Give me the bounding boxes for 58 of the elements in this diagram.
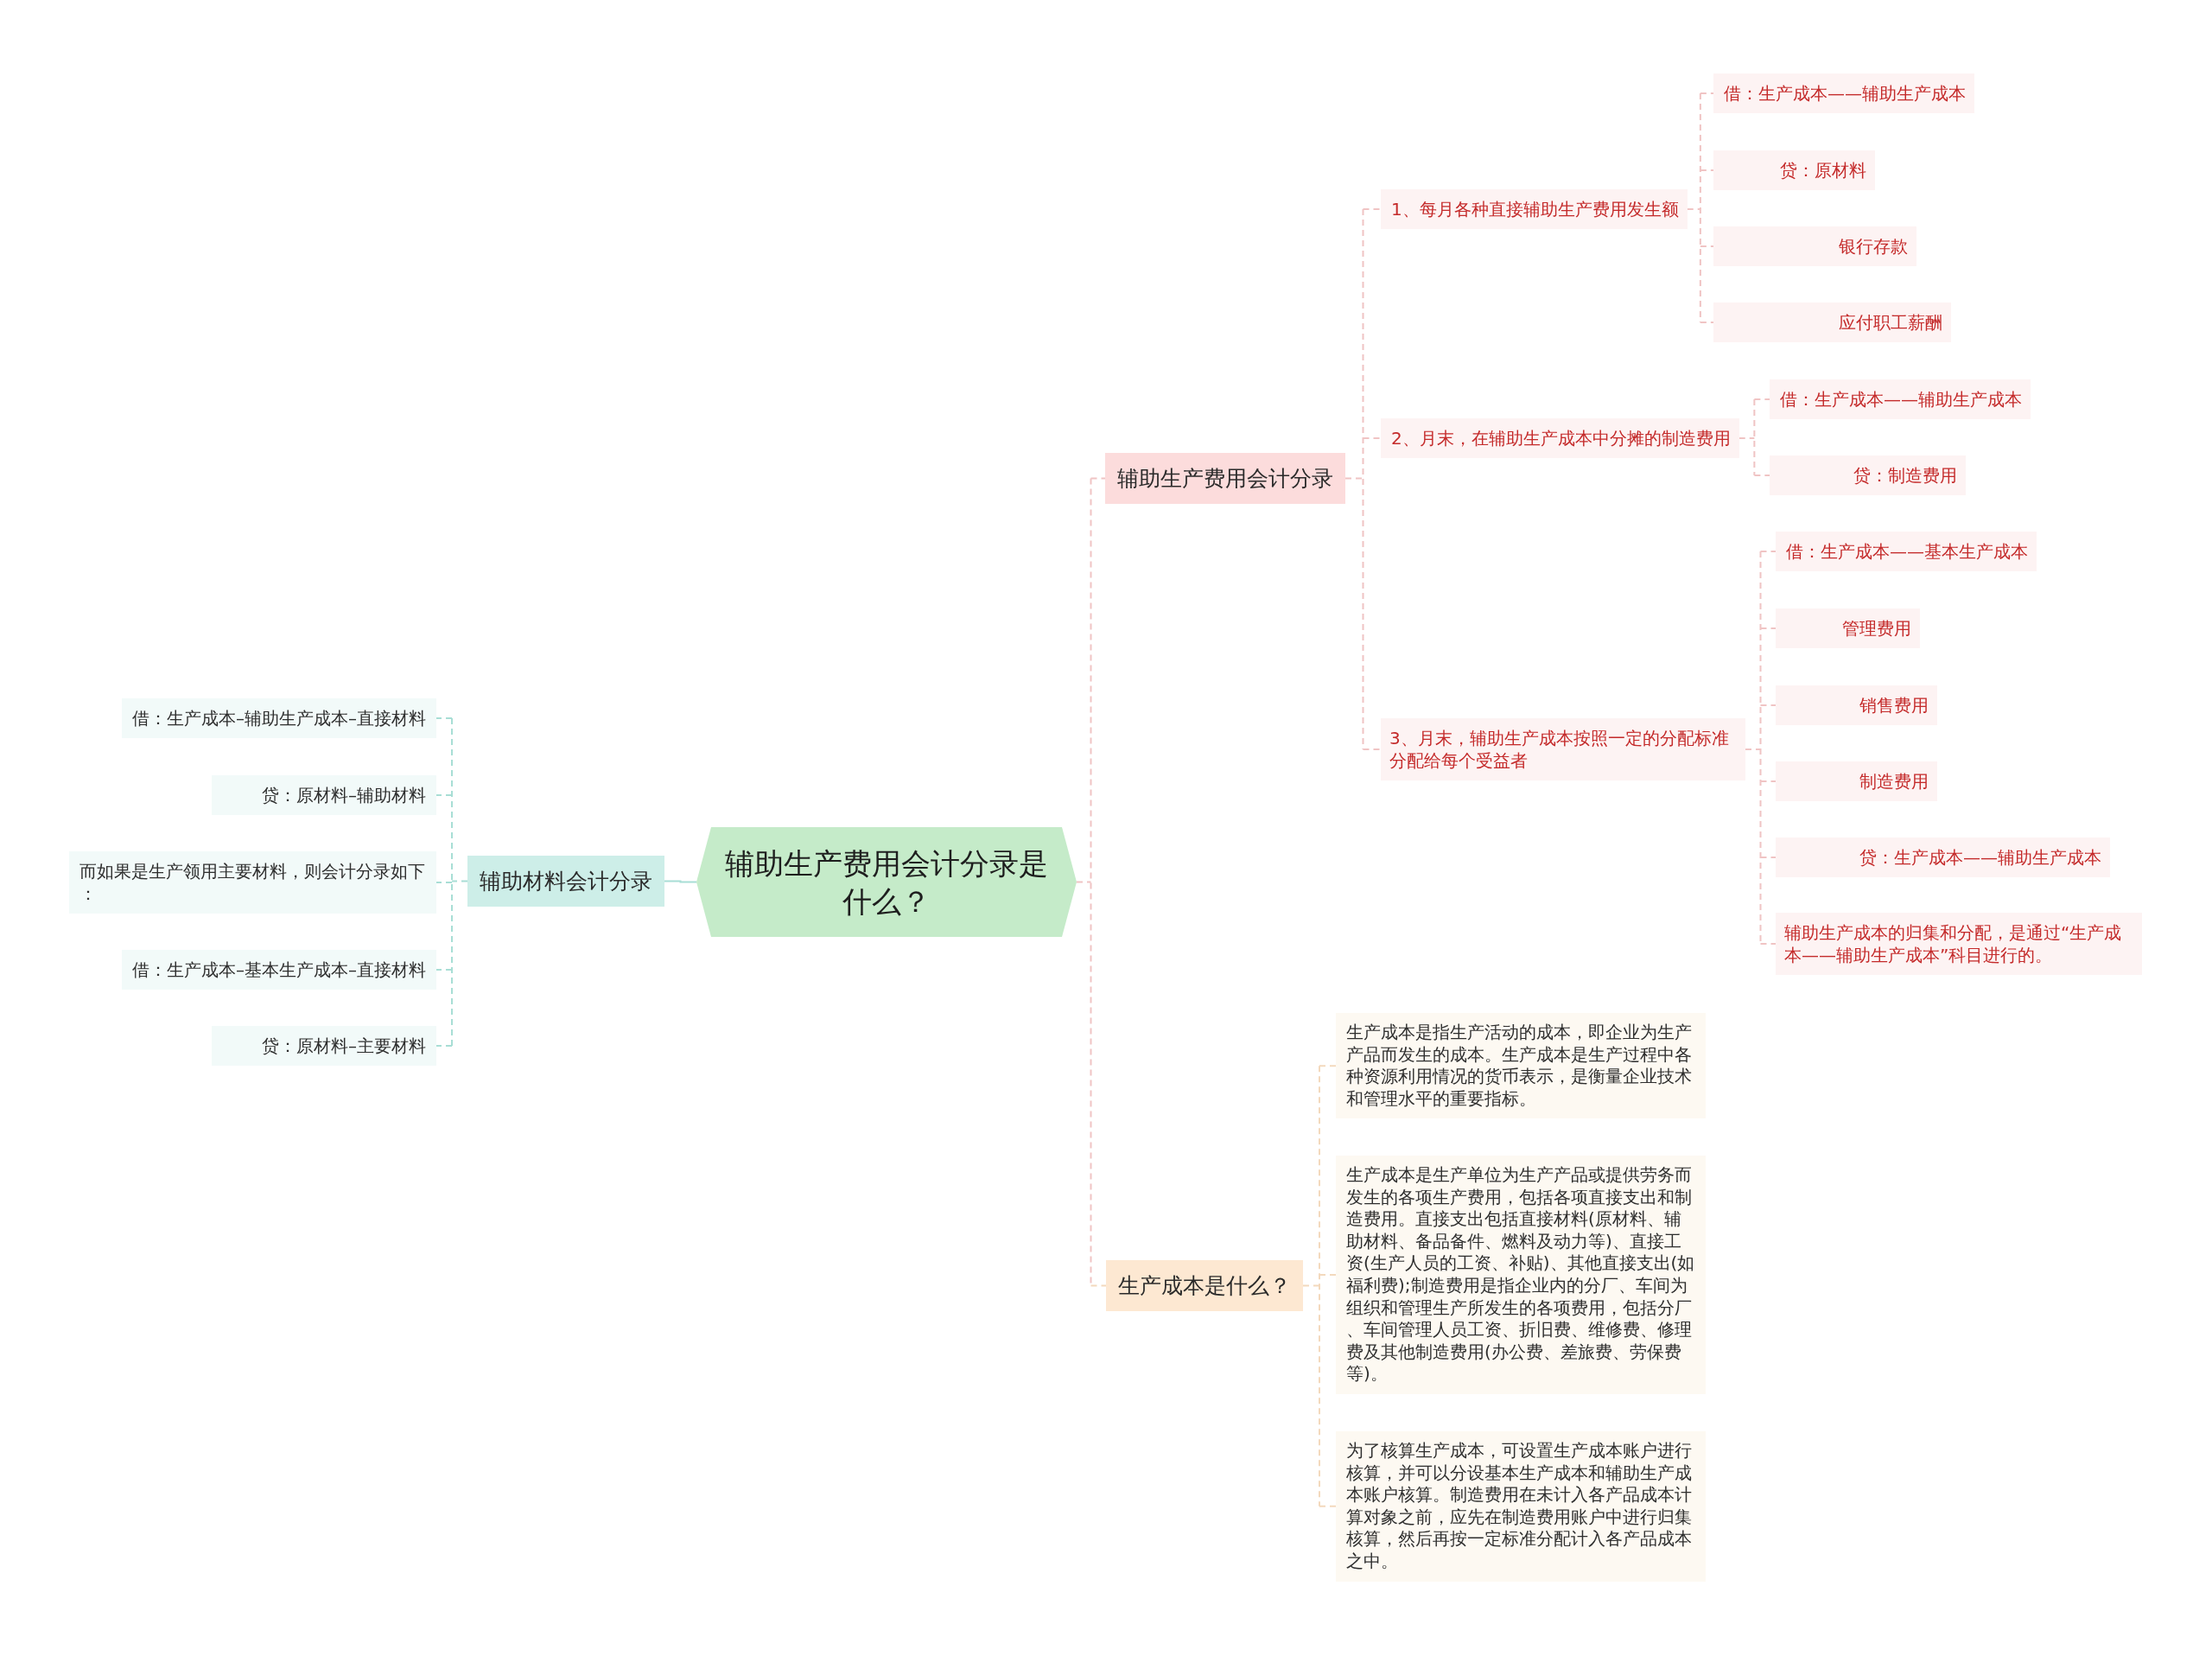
leaf-topic: 银行存款 [1713,226,1916,266]
leaf-topic: 制造费用 [1776,761,1937,801]
subtopic: 借：生产成本–基本生产成本–直接材料 [122,950,436,990]
connector-line [435,794,453,796]
connector-line [451,717,468,1047]
connector-line [1319,1273,1337,1276]
connector-line [1362,208,1382,210]
leaf-topic: 销售费用 [1776,685,1937,725]
connector-line [1362,748,1382,750]
leaf-topic: 辅助生产成本的归集和分配，是通过“生产成本——辅助生产成本”科目进行的。 [1776,913,2142,975]
note-card: 为了核算生产成本，可设置生产成本账户进行核算，并可以分设基本生产成本和辅助生产成本账户核算。制造费用在未计入各产品成本计算对象之前，应先在制造费用账户中进行归集核算，然后再按一定标准分配计入各产品成本之中。 [1336,1431,1706,1582]
subtopic: 借：生产成本–辅助生产成本–直接材料 [122,698,436,738]
connector-line [1699,92,1714,94]
main-topic: 辅助材料会计分录 [467,856,664,907]
leaf-topic: 贷：原材料 [1713,150,1875,190]
leaf-topic: 借：生产成本——辅助生产成本 [1770,379,2031,419]
connector-line [1362,437,1382,439]
connector-line [1319,1065,1337,1067]
connector-line [664,880,697,883]
connector-line [1738,398,1756,476]
subtopic: 贷：原材料–主要材料 [212,1026,436,1066]
connector-line [1090,477,1106,480]
subtopic: 2、月末，在辅助生产成本中分摊的制造费用 [1381,418,1739,458]
subtopic: 而如果是生产领用主要材料，则会计分录如下： [69,851,436,914]
leaf-topic: 应付职工薪酬 [1713,303,1951,342]
connector-line [435,1045,453,1047]
connector-line [1699,245,1714,247]
central-topic: 辅助生产费用会计分录是什么？ [696,827,1077,937]
connector-line [1759,857,1777,858]
connector-line [1699,169,1714,171]
connector-line [435,717,453,719]
connector-line [1319,1505,1337,1507]
connector-line [1302,1065,1320,1507]
leaf-topic: 贷：制造费用 [1770,455,1966,495]
note-card: 生产成本是指生产活动的成本，即企业为生产产品而发生的成本。生产成本是生产过程中各种资源利用情况的货币表示，是衡量企业技术和管理水平的重要指标。 [1336,1013,1706,1119]
leaf-topic: 借：生产成本——基本生产成本 [1776,532,2037,571]
connector-line [1344,208,1364,750]
leaf-topic: 借：生产成本——辅助生产成本 [1713,73,1974,113]
note-card: 生产成本是生产单位为生产产品或提供劳务而发生的各项生产费用，包括各项直接支出和制造费用。直接支出包括直接材料(原材料、辅助材料、备品备件、燃料及动力等)、直接工资(生产人员的工资、补贴)、其他直接支出(如福利费);制造费用是指企业内的分厂、车间为组织和管理生产所发生的各项费用，包括分厂、车间管理人员工资、折旧费、维修费、修理费及其他制造费用(办公费、差旅费、劳保费等)。 [1336,1156,1706,1394]
connector-line [1759,627,1777,629]
connector-line [435,882,453,883]
main-topic: 辅助生产费用会计分录 [1105,453,1345,504]
leaf-topic: 贷：生产成本——辅助生产成本 [1776,838,2110,877]
subtopic: 3、月末，辅助生产成本按照一定的分配标准分配给每个受益者 [1381,718,1745,780]
connector-line [1753,475,1770,476]
subtopic: 贷：原材料–辅助材料 [212,775,436,815]
connector-line [1759,780,1777,782]
connector-line [1759,943,1777,945]
connector-line [1753,398,1770,400]
leaf-topic: 管理费用 [1776,608,1920,648]
connector-line [1090,1284,1107,1287]
connector-line [1759,551,1777,552]
connector-line [1759,704,1777,706]
connector-line [1686,92,1701,323]
subtopic: 1、每月各种直接辅助生产费用发生额 [1381,189,1688,229]
connector-line [435,969,453,971]
main-topic: 生产成本是什么？ [1106,1260,1303,1311]
connector-line [1699,322,1714,323]
